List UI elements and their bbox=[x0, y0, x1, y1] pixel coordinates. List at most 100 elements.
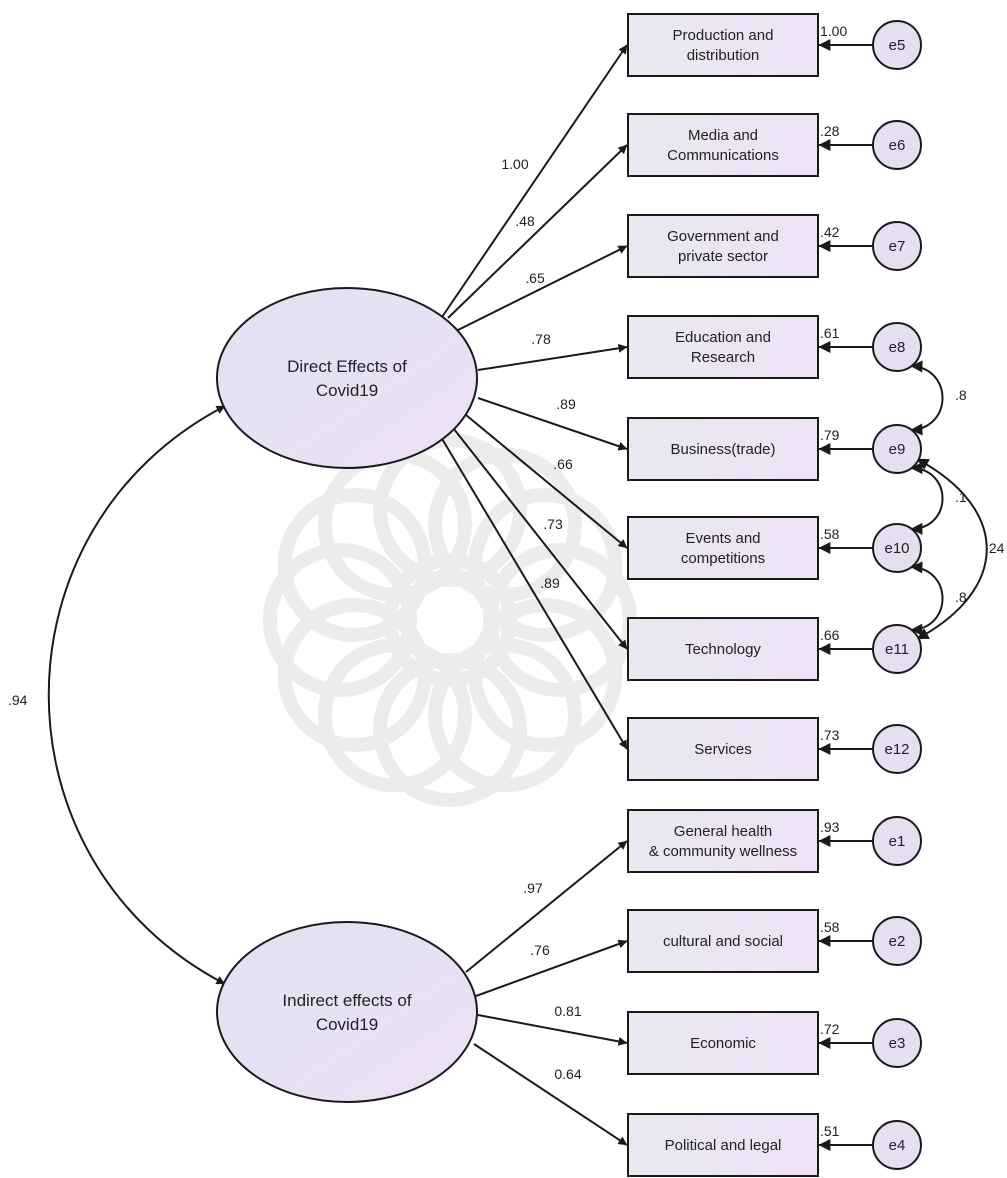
r-squared-political: .51 bbox=[820, 1123, 840, 1139]
error-label-e9: e9 bbox=[889, 441, 906, 458]
error-covariance-e9-e10 bbox=[910, 462, 944, 535]
loading-arrow-technology bbox=[449, 423, 628, 650]
loading-arrow-economic bbox=[477, 1014, 628, 1046]
error-covariance-e10-e11 bbox=[910, 561, 944, 636]
nodes-layer bbox=[216, 13, 922, 1177]
error-covariance-e8-e9 bbox=[910, 360, 944, 436]
indicator-label-political-line-0: Political and legal bbox=[665, 1137, 782, 1154]
r-squared-events: .58 bbox=[820, 526, 840, 542]
error-label-e4: e4 bbox=[889, 1137, 906, 1154]
indicator-box-cultural bbox=[627, 909, 819, 973]
indicator-label-cultural-line-0: cultural and social bbox=[663, 933, 783, 950]
indicator-box-economic bbox=[627, 1011, 819, 1075]
r-squared-cultural: .58 bbox=[820, 919, 840, 935]
loading-value-media: .48 bbox=[515, 213, 535, 229]
loading-value-education: .78 bbox=[531, 331, 551, 347]
loading-value-business: .89 bbox=[556, 396, 576, 412]
error-term-e8 bbox=[872, 322, 922, 372]
indicator-label-economic-line-0: Economic bbox=[690, 1035, 756, 1052]
indicator-label-health-line-1: & community wellness bbox=[649, 843, 797, 860]
indicator-label-production-line-0: Production and bbox=[673, 27, 774, 44]
error-label-e2: e2 bbox=[889, 933, 906, 950]
latent-covariance-value: .94 bbox=[8, 692, 28, 708]
loading-arrow-media bbox=[447, 144, 628, 319]
indicator-label-media-line-0: Media and bbox=[688, 127, 758, 144]
indicator-label-events-line-0: Events and bbox=[685, 530, 760, 547]
error-term-e12 bbox=[872, 724, 922, 774]
latent-direct-label-line-0: Direct Effects of bbox=[287, 357, 407, 376]
error-label-e10: e10 bbox=[884, 540, 909, 557]
loading-arrow-events bbox=[465, 414, 628, 549]
error-term-e9 bbox=[872, 424, 922, 474]
watermark-rosette bbox=[263, 433, 637, 807]
loading-value-health: .97 bbox=[523, 880, 543, 896]
indicator-label-government-line-0: Government and bbox=[667, 228, 779, 245]
loading-arrow-health bbox=[465, 840, 628, 973]
indicator-box-services bbox=[627, 717, 819, 781]
error-label-e6: e6 bbox=[889, 137, 906, 154]
indicator-label-business-line-0: Business(trade) bbox=[670, 441, 775, 458]
loading-value-cultural: .76 bbox=[530, 942, 550, 958]
r-squared-production: 1.00 bbox=[820, 23, 847, 39]
indicator-label-education-line-1: Research bbox=[691, 349, 755, 366]
error-label-e5: e5 bbox=[889, 37, 906, 54]
r-squared-technology: .66 bbox=[820, 627, 840, 643]
indicator-box-production bbox=[627, 13, 819, 77]
error-term-e2 bbox=[872, 916, 922, 966]
loading-value-production: 1.00 bbox=[501, 156, 528, 172]
r-squared-media: .28 bbox=[820, 123, 840, 139]
error-term-e7 bbox=[872, 221, 922, 271]
error-covariance-e9-e11 bbox=[916, 458, 988, 640]
error-label-e11: e11 bbox=[885, 641, 909, 658]
r-squared-economic: .72 bbox=[820, 1021, 840, 1037]
error-term-e4 bbox=[872, 1120, 922, 1170]
error-covariance-value-e8-e9: .8 bbox=[955, 387, 967, 403]
loading-value-government: .65 bbox=[525, 270, 545, 286]
indicator-box-media bbox=[627, 113, 819, 177]
indicator-box-business bbox=[627, 417, 819, 481]
r-squared-government: .42 bbox=[820, 224, 840, 240]
loading-value-political: 0.64 bbox=[554, 1066, 581, 1082]
latent-indirect-label-line-0: Indirect effects of bbox=[282, 991, 411, 1010]
indicator-label-health-line-0: General health bbox=[674, 823, 772, 840]
indicator-label-production-line-1: distribution bbox=[687, 47, 760, 64]
loading-arrow-production bbox=[439, 44, 628, 321]
edges-layer bbox=[47, 39, 988, 1151]
loading-value-economic: 0.81 bbox=[554, 1003, 581, 1019]
indicator-label-services-line-0: Services bbox=[694, 741, 752, 758]
r-squared-health: .93 bbox=[820, 819, 840, 835]
indicator-label-government-line-1: private sector bbox=[678, 248, 768, 265]
loading-arrow-government bbox=[457, 245, 628, 331]
error-covariance-value-e9-e11: .24 bbox=[985, 540, 1005, 556]
indicator-box-events bbox=[627, 516, 819, 580]
loading-arrow-cultural bbox=[475, 939, 628, 997]
loading-arrow-education bbox=[477, 343, 628, 371]
r-squared-services: .73 bbox=[820, 727, 840, 743]
indicator-box-political bbox=[627, 1113, 819, 1177]
loading-value-technology: .73 bbox=[543, 516, 563, 532]
latent-direct-label-line-1: Covid19 bbox=[316, 381, 378, 400]
error-term-e6 bbox=[872, 120, 922, 170]
loading-arrow-services bbox=[437, 431, 628, 750]
error-term-e3 bbox=[872, 1018, 922, 1068]
error-label-e12: e12 bbox=[884, 741, 909, 758]
error-term-e1 bbox=[872, 816, 922, 866]
indicator-box-education bbox=[627, 315, 819, 379]
loading-value-events: .66 bbox=[553, 456, 573, 472]
indicator-box-technology bbox=[627, 617, 819, 681]
indicator-box-health bbox=[627, 809, 819, 873]
indicator-label-education-line-0: Education and bbox=[675, 329, 771, 346]
r-squared-business: .79 bbox=[820, 427, 840, 443]
loading-value-services: .89 bbox=[540, 575, 560, 591]
loading-arrow-political bbox=[473, 1043, 628, 1146]
error-term-e5 bbox=[872, 20, 922, 70]
error-term-e10 bbox=[872, 523, 922, 573]
indicator-label-media-line-1: Communications bbox=[667, 147, 779, 164]
error-label-e1: e1 bbox=[889, 833, 906, 850]
loading-arrow-business bbox=[477, 397, 628, 451]
error-covariance-value-e10-e11: .8 bbox=[955, 589, 967, 605]
indicator-label-events-line-1: competitions bbox=[681, 550, 765, 567]
indicator-label-technology-line-0: Technology bbox=[685, 641, 761, 658]
error-label-e8: e8 bbox=[889, 339, 906, 356]
